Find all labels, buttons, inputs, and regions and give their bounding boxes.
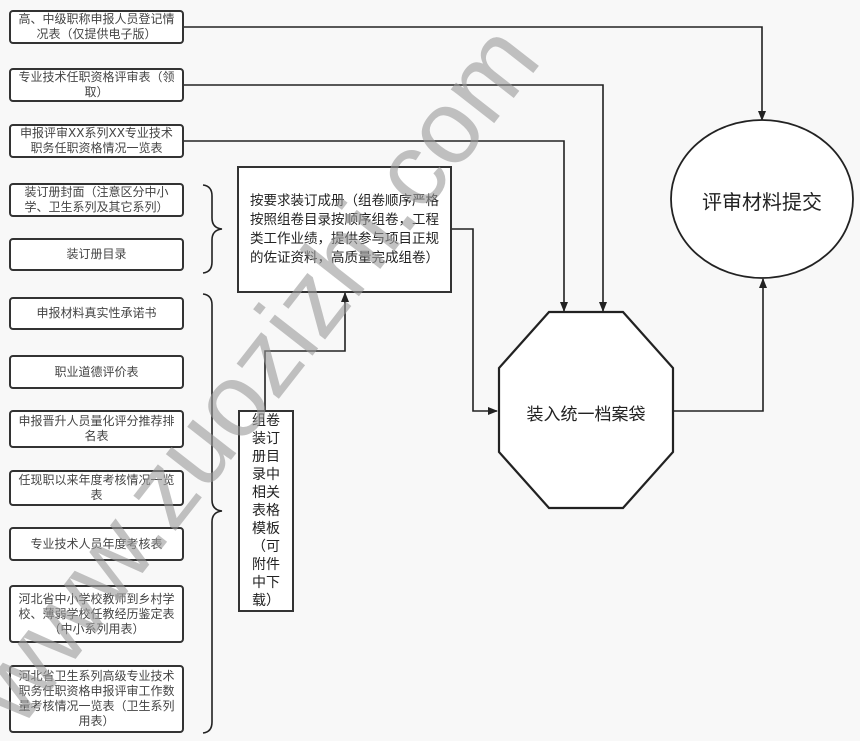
submit-label: 评审材料提交: [702, 190, 822, 214]
arrow-item3-to-bag: [184, 140, 568, 312]
arrow-binding-to-bag: [451, 228, 498, 415]
archive-bag-octagon: [497, 310, 675, 510]
item-label: 河北省卫生系列高级专业技术职务任职资格申报评审工作数量考核情况一览表（卫生系列用…: [18, 669, 175, 728]
item-ethics-evaluation: 职业道德评价表: [9, 355, 184, 389]
item-rural-teaching-form: 河北省中小学校教师到乡村学校、薄弱学校任教经历鉴定表（中小系列用表）: [9, 585, 184, 643]
arrow-bag-to-submit: [673, 278, 767, 412]
archive-bag-label: 装入统一档案袋: [526, 405, 646, 425]
binding-instructions-box: 按要求装订成册（组卷顺序严格按照组卷目录按顺序组卷，工程类工作业绩，提供参与项目…: [237, 166, 452, 293]
item-label: 职业道德评价表: [54, 364, 139, 379]
item-label: 申报评审XX系列XX专业技术职务任职资格情况一览表: [20, 126, 173, 155]
brace-top: [202, 184, 223, 274]
item-label: 任现职以来年度考核情况一览表: [18, 473, 175, 502]
item-health-workload-form: 河北省卫生系列高级专业技术职务任职资格申报评审工作数量考核情况一览表（卫生系列用…: [9, 665, 184, 733]
arrow-template-to-binding: [264, 292, 349, 410]
item-label: 申报材料真实性承诺书: [36, 306, 157, 320]
template-text: 组卷装订册目录中相关表格模板（可附件中下载）: [252, 413, 280, 609]
binding-instructions-text: 按要求装订成册（组卷顺序严格按照组卷目录按顺序组卷，工程类工作业绩，提供参与项目…: [250, 192, 439, 266]
item-label: 高、中级职称申报人员登记情况表（仅提供电子版）: [18, 12, 175, 41]
item-label: 装订册封面（注意区分中小学、卫生系列及其它系列）: [24, 185, 169, 214]
item-binding-contents: 装订册目录: [9, 238, 184, 271]
item-label: 河北省中小学校教师到乡村学校、薄弱学校任教经历鉴定表（中小系列用表）: [18, 591, 175, 636]
item-registration-form: 高、中级职称申报人员登记情况表（仅提供电子版）: [9, 10, 184, 44]
item-label: 申报晋升人员量化评分推荐排名表: [18, 414, 175, 443]
item-label: 专业技术任职资格评审表（领取）: [18, 70, 175, 99]
item-ranking-table: 申报晋升人员量化评分推荐排名表: [9, 410, 184, 448]
item-label: 专业技术人员年度考核表: [30, 536, 163, 551]
arrow-item2-to-bag: [184, 84, 607, 312]
item-annual-review-summary: 任现职以来年度考核情况一览表: [9, 470, 184, 506]
item-authenticity-pledge: 申报材料真实性承诺书: [9, 297, 184, 330]
template-box: 组卷装订册目录中相关表格模板（可附件中下载）: [238, 410, 294, 612]
item-qualification-summary: 申报评审XX系列XX专业技术职务任职资格情况一览表: [9, 124, 184, 158]
item-label: 装订册目录: [66, 247, 127, 261]
arrow-item1-to-submit: [184, 26, 766, 121]
item-annual-review-form: 专业技术人员年度考核表: [9, 527, 184, 561]
item-qualification-review-form: 专业技术任职资格评审表（领取）: [9, 68, 184, 102]
submit-ellipse: [670, 119, 854, 279]
brace-bottom: [202, 293, 223, 734]
item-binding-cover: 装订册封面（注意区分中小学、卫生系列及其它系列）: [9, 183, 184, 217]
